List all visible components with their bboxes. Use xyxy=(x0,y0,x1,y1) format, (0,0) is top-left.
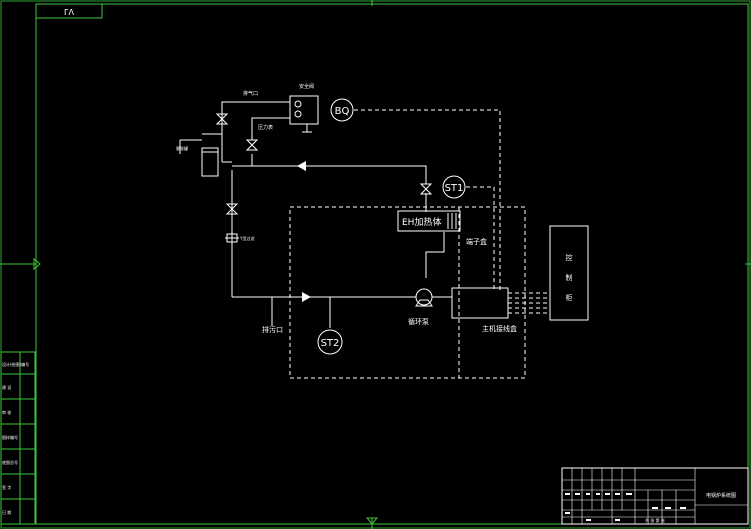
left-strip-item-4: 底图总号 xyxy=(2,459,18,465)
left-strip-item-5: 签 字 xyxy=(2,484,11,490)
valves xyxy=(215,113,433,243)
control-cabinet-char: 控 xyxy=(566,253,573,262)
heating-box-label: 端子盒 xyxy=(466,237,487,246)
valve-supply xyxy=(419,183,433,195)
title-block-cell-marks xyxy=(565,493,686,521)
eh-heater-label: EH加热体 xyxy=(402,216,441,228)
flow-arrow-right xyxy=(302,292,311,302)
expansion-tank xyxy=(201,147,219,177)
pipe-lines xyxy=(179,101,452,328)
main-junction-box-symbol xyxy=(451,287,509,319)
title-block: 电锅炉系统图 共 张 第 张 xyxy=(561,467,749,525)
pressure-gauge-device xyxy=(289,95,319,125)
st1-sensor-circle xyxy=(442,175,466,199)
valve-main xyxy=(225,203,239,215)
expansion-tank-label: 膨胀罐 xyxy=(176,145,188,151)
st1-label: ST1 xyxy=(445,183,464,194)
valve-tag-label: Y型过滤 xyxy=(239,235,254,241)
bq-label: BQ xyxy=(335,106,350,117)
circulation-pump-symbol xyxy=(415,288,433,307)
sheet-label: 共 张 第 张 xyxy=(645,517,665,523)
left-strip-item-0: 设计(绘图)编号 xyxy=(2,361,29,367)
control-cabinet-char: 柜 xyxy=(566,293,573,302)
left-strip-item-2: 审 核 xyxy=(2,409,11,415)
control-cabinet-char: 制 xyxy=(566,273,573,282)
flow-arrow-left xyxy=(297,161,306,171)
safety-valve-label: 安全阀 xyxy=(299,83,314,90)
control-cabinet-label: 控制柜 xyxy=(566,253,573,302)
inner-frame xyxy=(35,3,749,525)
left-revision-strip: 设计(绘图)编号 建 设 审 核 图样编号 底图总号 签 字 日 期 xyxy=(0,351,36,525)
st2-sensor-circle xyxy=(317,329,343,355)
st2-label: ST2 xyxy=(321,338,340,349)
pressure-gauge-label: 压力表 xyxy=(258,124,273,131)
exhaust-port-label: 排气口 xyxy=(243,90,258,97)
control-cabinet-symbol xyxy=(549,225,589,321)
signal-lines xyxy=(354,109,550,314)
flow-arrows xyxy=(297,161,311,302)
left-strip-item-6: 日 期 xyxy=(2,509,11,515)
svg-text:控制柜: 控制柜 xyxy=(566,253,573,302)
bq-sensor-circle xyxy=(330,98,354,122)
valve-gauge xyxy=(245,139,259,151)
corner-tag-box xyxy=(35,3,103,19)
drain-outlet-label: 排污口 xyxy=(262,325,283,334)
eh-heater-symbol xyxy=(397,210,461,232)
left-strip-item-3: 图样编号 xyxy=(2,434,18,440)
valve-exhaust xyxy=(215,113,229,125)
circulation-pump-label: 循环泵 xyxy=(408,317,429,326)
corner-tag: ΓΛ xyxy=(64,8,74,17)
left-strip-item-1: 建 设 xyxy=(2,384,11,390)
drawing-name: 电锅炉系统图 xyxy=(706,492,736,499)
main-junction-box-label: 主机接线盒 xyxy=(482,324,517,333)
equipment-boundary xyxy=(289,206,526,379)
